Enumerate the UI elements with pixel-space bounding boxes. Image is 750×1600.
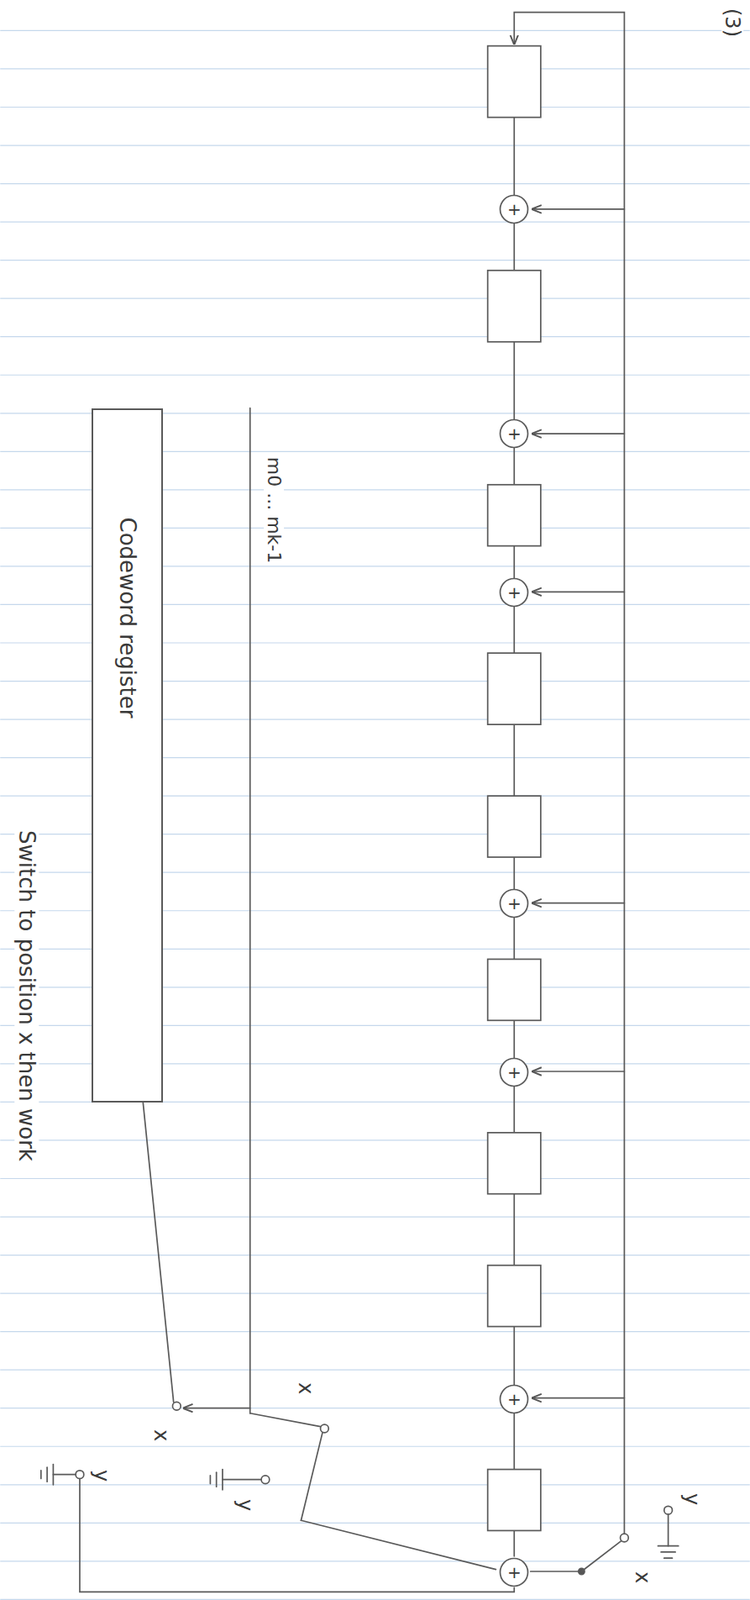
- switch-position: y: [233, 1496, 256, 1512]
- adder-sign: +: [507, 1063, 522, 1081]
- switch-position: y: [681, 1489, 703, 1506]
- message-bits: m0 ... mk-1: [263, 455, 284, 566]
- xor-adder: +: [498, 576, 530, 608]
- xor-adder: +: [498, 418, 530, 449]
- adder-sign: +: [507, 1389, 522, 1407]
- codeword-register: Codeword register: [91, 408, 163, 1102]
- register-name: Codeword register: [115, 516, 141, 718]
- page-number: (3): [721, 6, 744, 39]
- xor-adder: +: [498, 1056, 530, 1087]
- switch-position: y: [90, 1467, 113, 1483]
- xor-adder: +: [498, 1383, 530, 1414]
- adder-sign: +: [507, 424, 522, 442]
- adder-sign: +: [507, 583, 522, 601]
- switch-position: x: [294, 1379, 317, 1396]
- adder-sign: +: [507, 200, 522, 218]
- adder-sign: +: [507, 1562, 522, 1580]
- xor-adder: +: [498, 887, 530, 918]
- xor-adder: +: [498, 1556, 530, 1587]
- switch-position: x: [150, 1426, 173, 1443]
- adder-sign: +: [507, 894, 522, 912]
- handwritten-note: Switch to position x then work: [14, 828, 39, 1163]
- xor-adder: +: [498, 194, 530, 225]
- switch-position: x: [631, 1568, 654, 1584]
